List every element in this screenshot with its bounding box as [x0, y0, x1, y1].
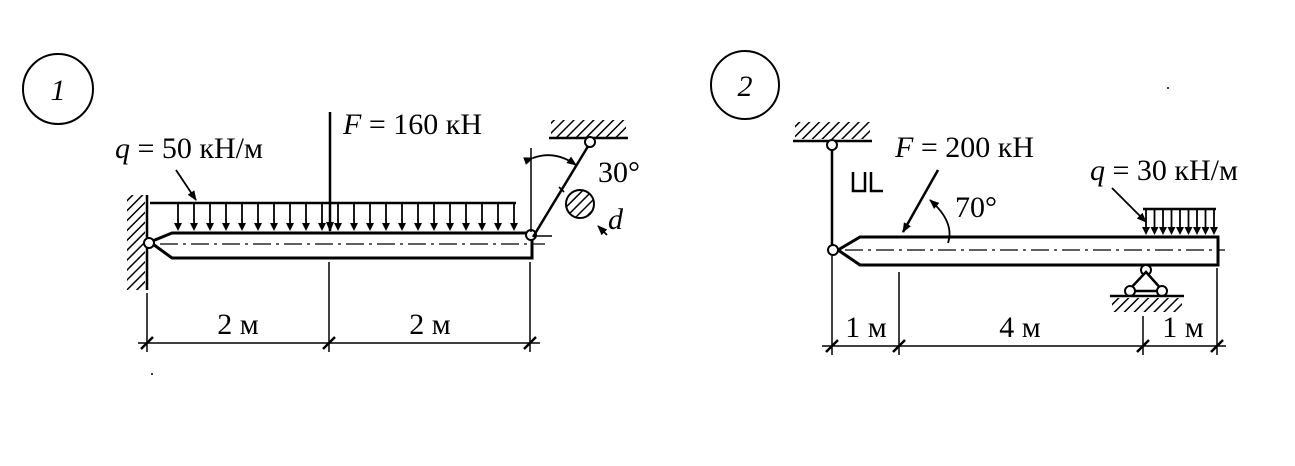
figure-1-F-label: F = 160 кН	[342, 108, 482, 141]
scan-speck	[1167, 87, 1169, 89]
figure-2-dim-3: 1 м	[1162, 311, 1204, 344]
load-arrow-head	[398, 223, 406, 231]
load-arrow-head	[1142, 227, 1150, 235]
figure-2-column-top-hinge	[826, 139, 838, 151]
load-arrow-head	[1167, 227, 1176, 235]
figure-2-q-label: q = 30 кН/м	[1090, 154, 1238, 187]
figure-2-angle-arc	[929, 199, 951, 244]
load-arrow-head	[1193, 227, 1201, 235]
figure-2-dim-2: 4 м	[999, 311, 1041, 344]
figure-1-number-badge: 1	[22, 53, 94, 125]
load-arrow-head	[414, 223, 422, 231]
scan-speck	[151, 373, 153, 375]
load-arrow-head	[350, 223, 358, 231]
load-arrow-head	[430, 223, 438, 231]
figure-2-F-label: F = 200 кН	[894, 131, 1034, 164]
figure-1-angle-label: 30°	[598, 156, 640, 189]
figure-2-column	[793, 122, 883, 245]
figure-1-dim-2: 2 м	[409, 308, 451, 341]
figure-2-dimensions: 1 м 4 м 1 м	[822, 256, 1226, 355]
figure-1-q-label: q = 50 кН/м	[115, 132, 263, 165]
load-arrow-head	[222, 223, 230, 231]
load-arrow-head	[1201, 227, 1210, 235]
load-arrow-head	[510, 223, 518, 231]
figure-2-q-leader	[1111, 187, 1147, 223]
figure-1-dim-1: 2 м	[217, 308, 259, 341]
figure-2: 2 70° F = 200 кН q =	[710, 50, 1238, 355]
figure-1-rod-top-hinge	[584, 136, 596, 148]
load-arrow-head	[334, 223, 342, 231]
load-arrow-head	[1184, 227, 1193, 235]
load-arrow-head	[174, 223, 182, 231]
figure-2-left-hinge	[827, 244, 839, 256]
load-arrow-head	[270, 223, 278, 231]
figure-2-ceiling-support	[795, 122, 870, 139]
figure-1-diameter-label: d	[608, 203, 624, 236]
figure-1-left-hinge	[143, 237, 155, 249]
figure-1-load-arrows	[174, 204, 518, 231]
figure-2-force-F: 70° F = 200 кН	[894, 131, 1034, 244]
figure-2-pin-support	[1110, 264, 1184, 312]
load-arrow-head	[318, 223, 326, 231]
figure-2-dim-1: 1 м	[845, 311, 887, 344]
figure-1-q-leader	[175, 169, 197, 201]
load-arrow-head	[446, 223, 454, 231]
figure-2-number-badge: 2	[710, 50, 780, 120]
load-arrow-head	[1210, 227, 1218, 235]
figure-2-angle-label: 70°	[955, 191, 997, 224]
load-arrow-head	[494, 223, 502, 231]
figure-1-number: 1	[51, 74, 66, 107]
load-arrow-head	[1176, 227, 1184, 235]
figure-1-angle-arc	[523, 154, 577, 166]
load-arrow-head	[206, 223, 214, 231]
load-arrow-head	[1159, 227, 1167, 235]
figure-1-distributed-load: q = 50 кН/м	[115, 132, 518, 231]
figure-1-ceiling-support	[551, 120, 626, 137]
load-arrow-head	[190, 223, 198, 231]
load-arrow-head	[462, 223, 470, 231]
figure-1-rod-cross-section: d	[558, 186, 624, 236]
load-arrow-head	[366, 223, 374, 231]
load-arrow-head	[478, 223, 486, 231]
figure-2-number: 2	[738, 70, 753, 103]
load-arrow-head	[302, 223, 310, 231]
figure-2-load-arrows	[1142, 210, 1218, 235]
figure-2-distributed-load: q = 30 кН/м	[1090, 154, 1238, 235]
figure-1-dimensions: 2 м 2 м	[138, 262, 540, 352]
figure-2-section-icon	[851, 172, 883, 193]
load-arrow-head	[238, 223, 246, 231]
load-arrow-head	[286, 223, 294, 231]
load-arrow-head	[254, 223, 262, 231]
figure-2-beam	[827, 235, 1225, 267]
figure-1-rod: 30° d	[523, 120, 640, 238]
figure-1-beam	[143, 229, 545, 260]
load-arrow-head	[382, 223, 390, 231]
figure-1: 1 q = 50 кН/м F = 160 кН	[22, 53, 640, 352]
load-arrow-head	[1150, 227, 1159, 235]
figure-1-force-F: F = 160 кН	[326, 108, 482, 232]
